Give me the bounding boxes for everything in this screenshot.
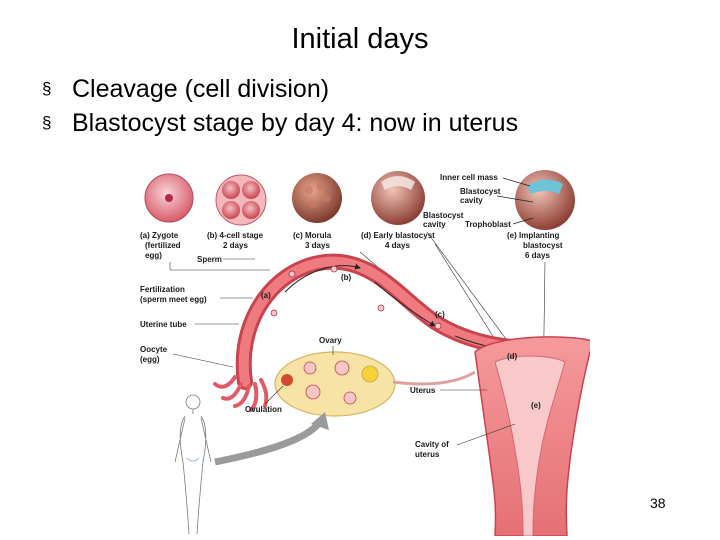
svg-text:6 days: 6 days	[525, 251, 550, 260]
bullet-marker: §	[42, 79, 52, 98]
svg-text:(sperm meet egg): (sperm meet egg)	[140, 295, 207, 304]
stage-label-c: (c) Morula 3 days	[293, 231, 332, 250]
path-marker-c: (c)	[435, 310, 445, 319]
label-uterus: Uterus	[410, 386, 487, 395]
svg-text:Uterine tube: Uterine tube	[140, 320, 187, 329]
svg-text:Oocyte: Oocyte	[140, 345, 168, 354]
path-marker-d: (d)	[507, 352, 518, 361]
callout-trophoblast: Trophoblast	[465, 217, 534, 229]
label-fertilization: Fertilization (sperm meet egg)	[140, 285, 253, 304]
callout-inner-cell-mass: Inner cell mass	[440, 173, 531, 187]
path-marker-a: (a)	[261, 291, 271, 300]
figure-svg: Inner cell mass Blastocyst cavity Blasto…	[140, 170, 590, 536]
svg-text:(a) Zygote: (a) Zygote	[140, 231, 179, 240]
path-marker-e: (e)	[531, 401, 541, 410]
svg-text:(c) Morula: (c) Morula	[293, 231, 332, 240]
svg-text:Ovary: Ovary	[319, 336, 342, 345]
label-cavity-of-uterus: Cavity of uterus	[415, 423, 516, 459]
slide-title: Initial days	[291, 23, 429, 55]
svg-text:Blastocyst: Blastocyst	[423, 211, 464, 220]
bullet-item: § Blastocyst stage by day 4: now in uter…	[42, 106, 518, 140]
bullet-text: Blastocyst stage by day 4: now in uterus	[72, 109, 519, 137]
morula-illustration	[292, 173, 342, 223]
svg-text:Trophoblast: Trophoblast	[465, 220, 511, 229]
svg-text:(e) Implanting: (e) Implanting	[507, 231, 560, 240]
svg-text:2 days: 2 days	[223, 241, 248, 250]
svg-text:cavity: cavity	[460, 196, 483, 205]
stage-label-d: (d) Early blastocyst 4 days	[361, 231, 435, 250]
svg-text:3 days: 3 days	[305, 241, 330, 250]
svg-text:blastocyst: blastocyst	[523, 241, 563, 250]
svg-text:Fertilization: Fertilization	[140, 285, 185, 294]
svg-text:Uterus: Uterus	[410, 386, 436, 395]
bullet-item: § Cleavage (cell division)	[42, 72, 518, 106]
svg-text:uterus: uterus	[415, 450, 440, 459]
svg-text:(b) 4-cell stage: (b) 4-cell stage	[207, 231, 264, 240]
page-number: 38	[650, 495, 666, 511]
bullet-marker: §	[42, 113, 52, 132]
label-ovulation: Ovulation	[245, 385, 284, 414]
callout-blastocyst-cavity-mid: Blastocyst cavity	[423, 211, 464, 229]
svg-text:(d) Early blastocyst: (d) Early blastocyst	[361, 231, 435, 240]
svg-text:cavity: cavity	[423, 220, 446, 229]
svg-text:Ovulation: Ovulation	[245, 405, 282, 414]
label-sperm: Sperm	[197, 255, 255, 264]
stage-label-b: (b) 4-cell stage 2 days	[207, 231, 264, 250]
svg-text:(egg): (egg)	[140, 355, 160, 364]
svg-text:Sperm: Sperm	[197, 255, 222, 264]
early-blastocyst-illustration	[371, 171, 425, 225]
svg-text:4 days: 4 days	[385, 241, 410, 250]
svg-text:Cavity of: Cavity of	[415, 440, 449, 449]
stage-label-e: (e) Implanting blastocyst 6 days	[507, 231, 563, 260]
svg-text:Inner cell mass: Inner cell mass	[440, 173, 498, 182]
bullet-text: Cleavage (cell division)	[72, 75, 330, 103]
label-uterine-tube: Uterine tube	[140, 320, 239, 329]
female-body-outline	[174, 394, 212, 535]
bullet-list: § Cleavage (cell division) § Blastocyst …	[42, 72, 518, 140]
callout-blastocyst-cavity-top: Blastocyst cavity	[460, 187, 534, 205]
uterus	[474, 336, 590, 536]
label-ovary: Ovary	[319, 336, 342, 355]
four-cell-illustration	[215, 174, 267, 226]
svg-text:Blastocyst: Blastocyst	[460, 187, 501, 196]
ovary	[274, 351, 476, 417]
svg-text:egg): egg)	[145, 251, 162, 260]
svg-text:(fertilized: (fertilized	[145, 241, 181, 250]
path-marker-b: (b)	[341, 273, 352, 282]
location-arrow	[214, 412, 329, 466]
label-oocyte: Oocyte (egg)	[140, 345, 234, 368]
stage-label-a: (a) Zygote (fertilized egg)	[140, 231, 181, 260]
embryo-development-figure: Inner cell mass Blastocyst cavity Blasto…	[135, 162, 590, 536]
zygote-illustration	[144, 173, 194, 223]
implanting-blastocyst-illustration	[515, 170, 575, 230]
